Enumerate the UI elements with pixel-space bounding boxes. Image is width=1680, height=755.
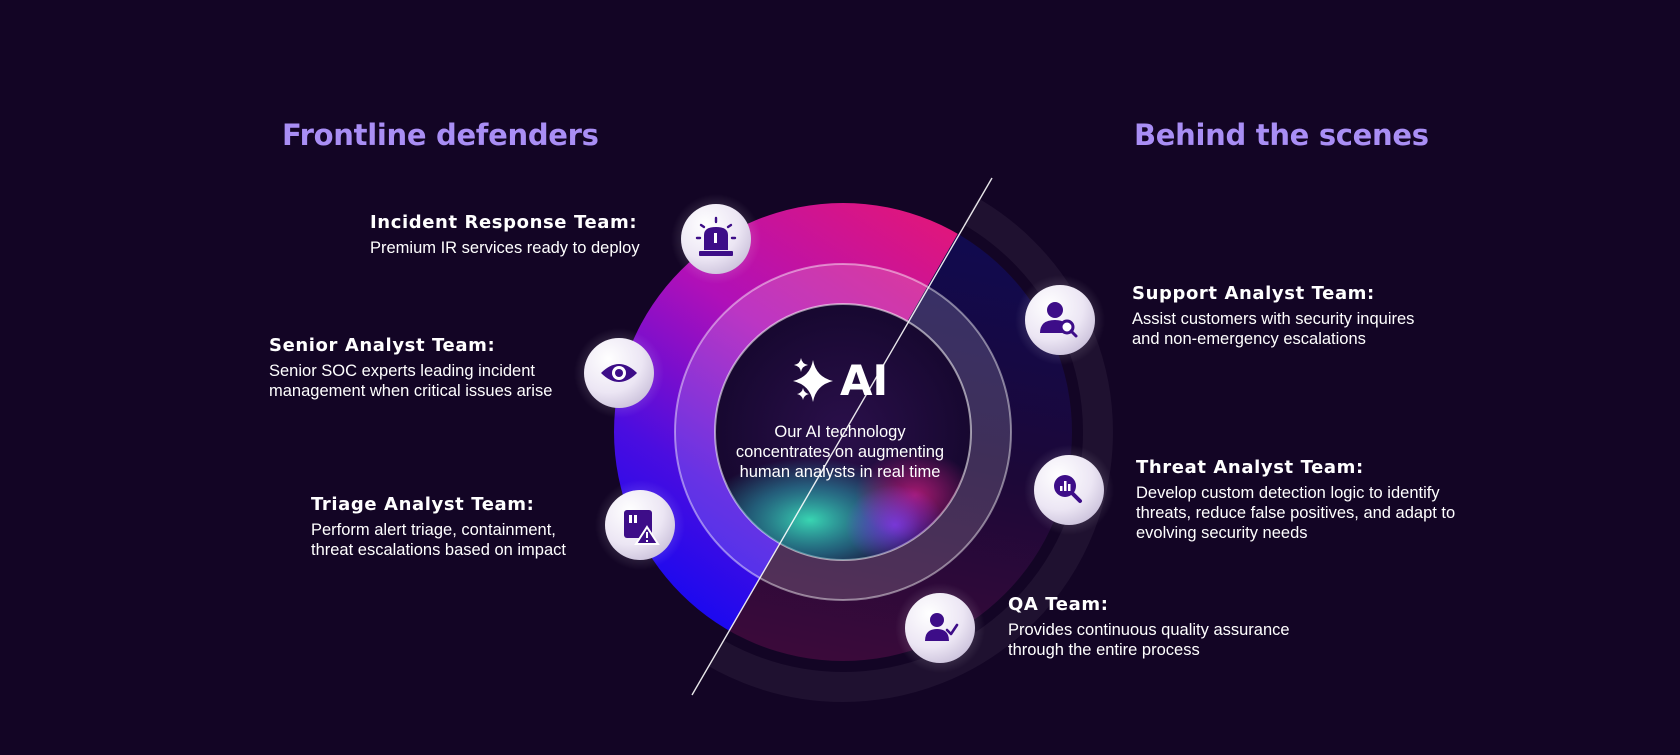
user-search-icon [1040,302,1078,338]
ai-label: AI [840,356,889,405]
eye-icon [601,364,637,382]
team-support-analyst: Support Analyst Team: Assist customers w… [1132,283,1414,349]
senior-analyst-icon-bubble [574,328,664,418]
team-description: Premium IR services ready to deploy [370,239,640,257]
frontline-heading: Frontline defenders [282,118,599,152]
team-name: QA Team: [1008,594,1109,615]
team-name: Senior Analyst Team: [269,335,496,356]
team-description: Provides continuous quality assurance th… [1008,621,1290,659]
qa-icon-bubble [895,583,985,673]
siren-icon [695,216,737,256]
support-analyst-icon-bubble [1015,275,1105,365]
team-senior-analyst: Senior Analyst Team: Senior SOC experts … [269,335,552,401]
team-qa: QA Team: Provides continuous quality ass… [1008,594,1290,660]
team-name: Triage Analyst Team: [311,494,535,515]
user-check-icon [925,613,959,641]
team-triage-analyst: Triage Analyst Team: Perform alert triag… [311,494,566,560]
team-incident-response: Incident Response Team: Premium IR servi… [370,212,640,258]
chart-magnifier-icon [1054,475,1082,503]
team-name: Support Analyst Team: [1132,283,1375,304]
team-description: Perform alert triage, containment, threa… [311,521,566,559]
sparkle-icon [793,358,833,402]
divider-line [691,177,993,696]
ai-description: Our AI technology concentrates on augmen… [735,423,945,481]
incident-response-icon-bubble [671,194,761,284]
triage-analyst-icon-bubble [595,480,685,570]
team-threat-analyst: Threat Analyst Team: Develop custom dete… [1136,457,1455,543]
team-description: Assist customers with security inquires … [1132,310,1415,348]
team-description: Senior SOC experts leading incident mana… [269,362,553,400]
team-name: Incident Response Team: [370,212,638,233]
alert-image-icon [624,510,660,545]
threat-analyst-icon-bubble [1024,445,1114,535]
team-name: Threat Analyst Team: [1136,457,1364,478]
behind-scenes-heading: Behind the scenes [1134,118,1429,152]
team-description: Develop custom detection logic to identi… [1136,484,1456,542]
